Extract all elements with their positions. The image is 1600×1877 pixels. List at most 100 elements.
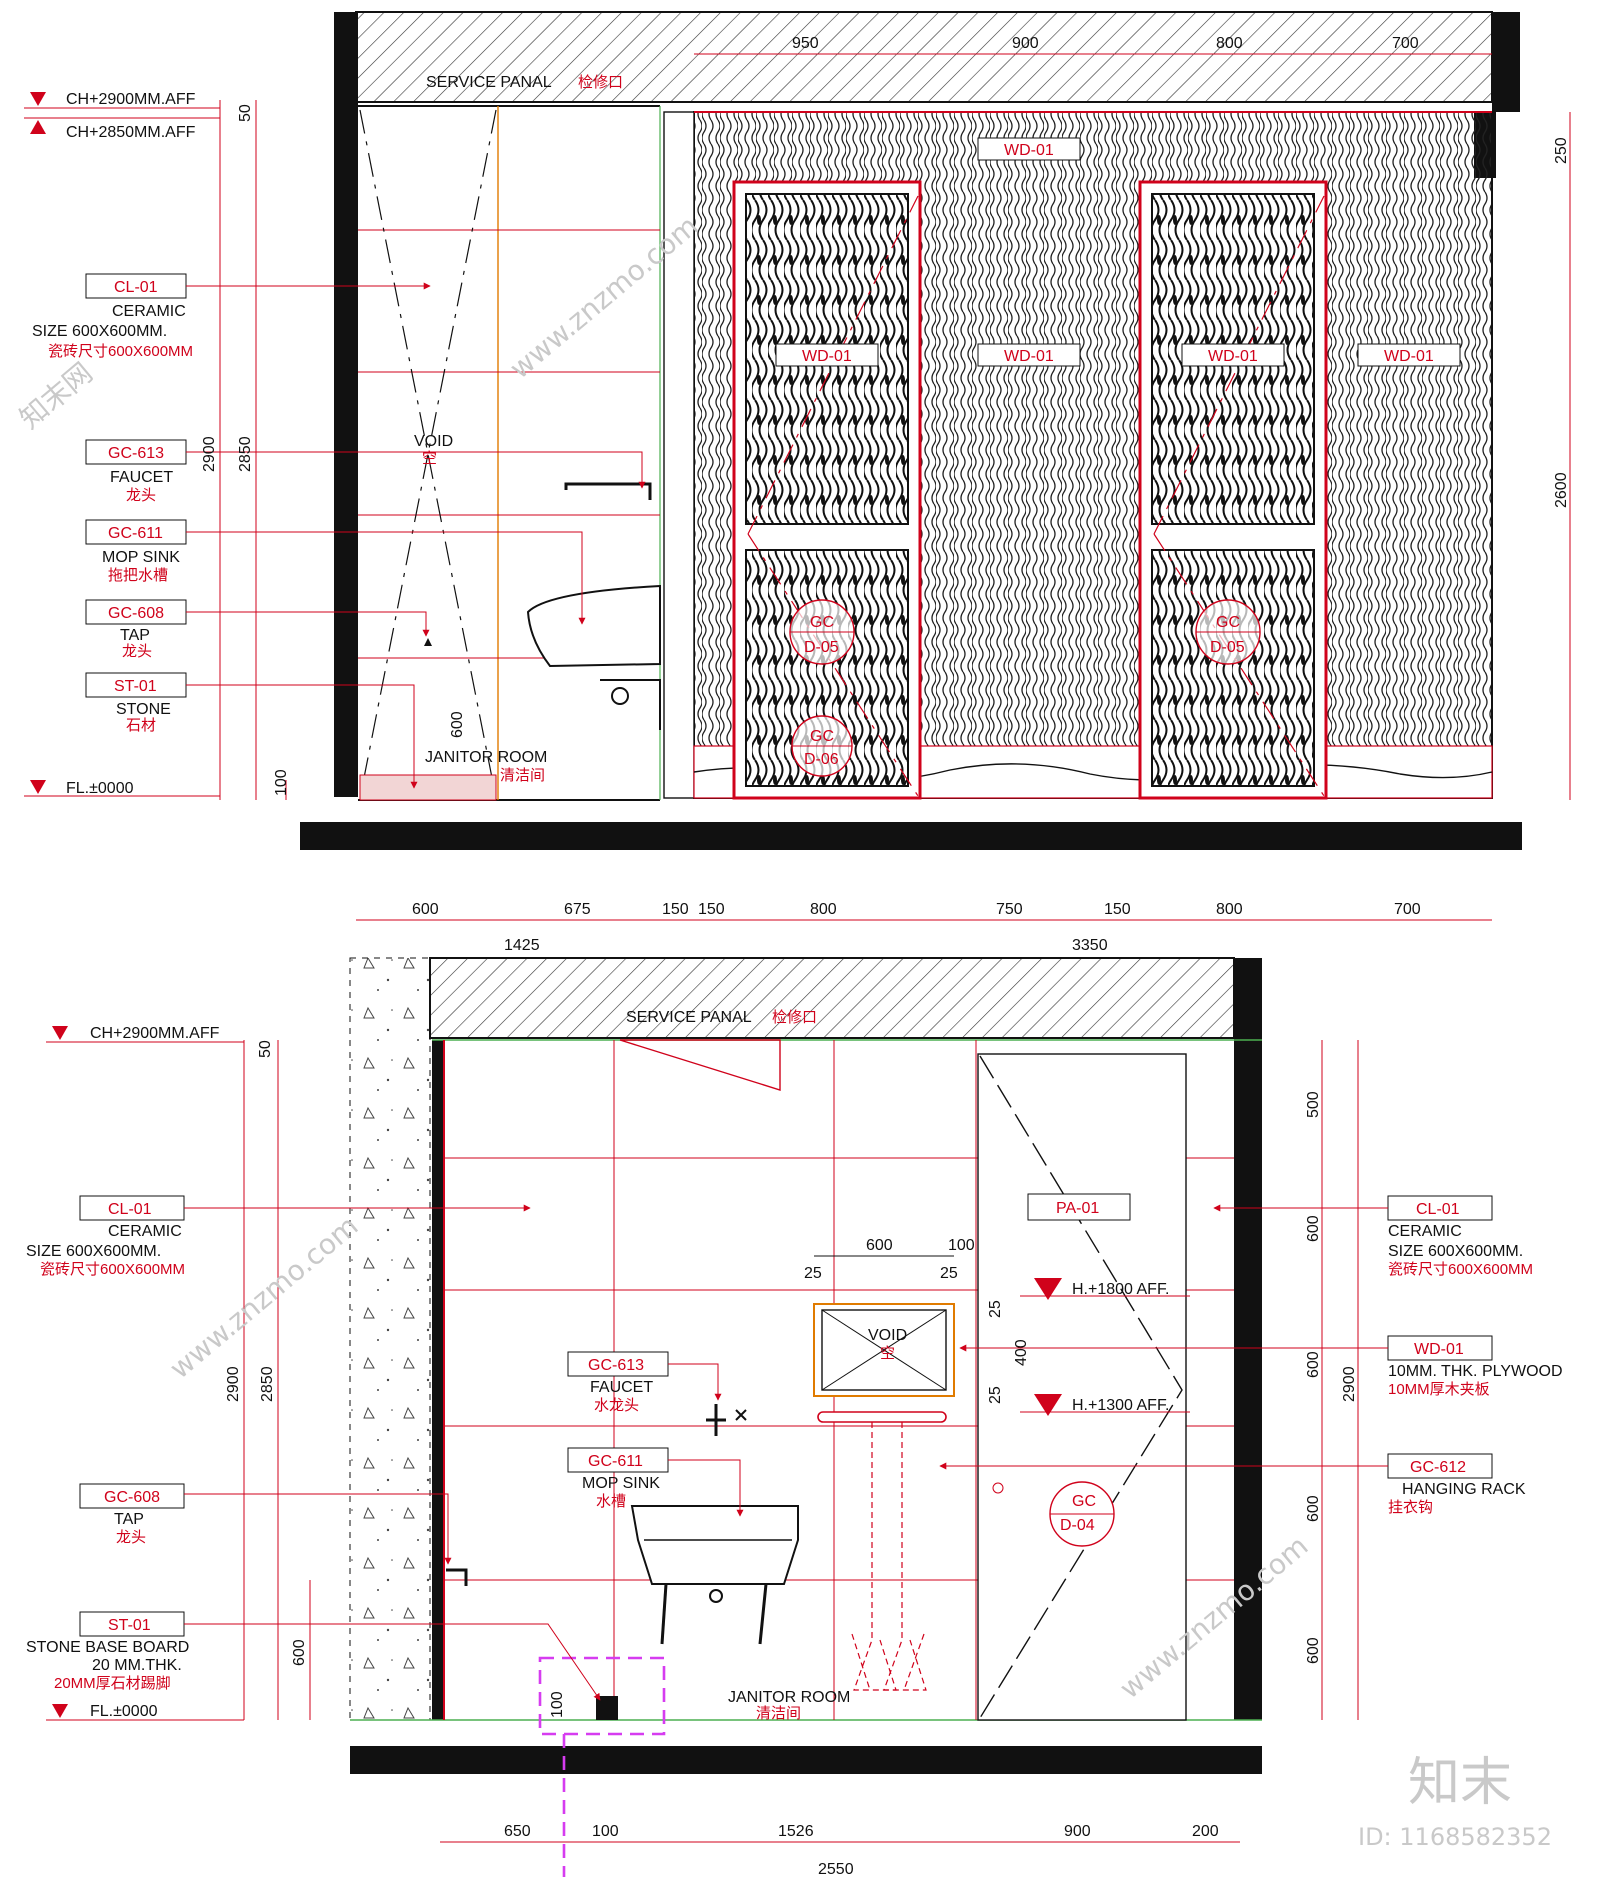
svg-text:TAP: TAP (120, 627, 150, 644)
svg-text:10MM. THK. PLYWOOD: 10MM. THK. PLYWOOD (1388, 1363, 1563, 1380)
top-ceiling-slab (355, 11, 1493, 103)
svg-text:100: 100 (592, 1823, 619, 1840)
svg-text:50: 50 (257, 1040, 274, 1058)
svg-text:WD-01: WD-01 (1414, 1341, 1464, 1358)
top-door-2 (1138, 180, 1328, 800)
svg-text:2900: 2900 (201, 436, 218, 472)
svg-text:25: 25 (987, 1300, 1004, 1318)
svg-text:水龙头: 水龙头 (594, 1397, 639, 1414)
svg-text:100: 100 (948, 1237, 975, 1254)
svg-text:瓷砖尺寸600X600MM: 瓷砖尺寸600X600MM (48, 343, 193, 360)
bottom-mid-callouts: GC-613 FAUCET 水龙头 GC-611 MOP SINK 水槽 (567, 1351, 744, 1517)
svg-text:600: 600 (1305, 1637, 1322, 1664)
svg-text:TAP: TAP (114, 1511, 144, 1528)
top-room-label-cn: 清洁间 (500, 767, 545, 784)
svg-text:GC: GC (810, 728, 834, 745)
top-right-wall (1492, 12, 1520, 112)
bottom-right-wall (1234, 958, 1262, 1720)
panel-tag: WD-01 (1004, 348, 1054, 365)
level-h1800: H.+1800 AFF. (1072, 1281, 1169, 1298)
top-left-wall (334, 12, 358, 797)
bottom-level-ch2900: CH+2900MM.AFF (90, 1025, 220, 1042)
svg-text:150: 150 (662, 901, 689, 918)
top-mop-sink-icon (526, 584, 661, 668)
svg-text:700: 700 (1394, 901, 1421, 918)
bottom-room-label: JANITOR ROOM (728, 1689, 850, 1706)
svg-text:GC: GC (810, 614, 834, 631)
bottom-room-label-cn: 清洁间 (756, 1705, 801, 1722)
svg-text:650: 650 (504, 1823, 531, 1840)
svg-text:800: 800 (810, 901, 837, 918)
callout-code: CL-01 (114, 279, 158, 296)
svg-text:GC-608: GC-608 (104, 1489, 160, 1506)
svg-text:2550: 2550 (818, 1861, 854, 1877)
svg-text:龙头: 龙头 (126, 487, 156, 504)
svg-text:600: 600 (1305, 1495, 1322, 1522)
pa-tag: PA-01 (1056, 1200, 1099, 1217)
svg-text:600: 600 (291, 1639, 308, 1666)
svg-text:1425: 1425 (504, 937, 540, 954)
top-void-label-cn: 空 (422, 450, 437, 467)
svg-text:STONE: STONE (116, 701, 171, 718)
svg-text:D-05: D-05 (1210, 639, 1245, 656)
svg-text:2900: 2900 (225, 1366, 242, 1402)
bottom-tap-icon (446, 1568, 468, 1586)
svg-text:水槽: 水槽 (596, 1493, 626, 1510)
svg-text:700: 700 (1392, 35, 1419, 52)
bottom-service-panel-cn: 检修口 (772, 1009, 817, 1026)
bottom-level-fl: FL.±0000 (90, 1703, 158, 1720)
svg-text:GC-608: GC-608 (108, 605, 164, 622)
svg-text:2850: 2850 (237, 436, 254, 472)
svg-text:25: 25 (987, 1386, 1004, 1404)
svg-text:25: 25 (804, 1265, 822, 1282)
bottom-floor-slab (350, 1746, 1262, 1774)
svg-text:STONE BASE BOARD: STONE BASE BOARD (26, 1639, 189, 1656)
top-panel-tags: WD-01 WD-01 WD-01 WD-01 WD-01 (775, 137, 1461, 367)
svg-text:石材: 石材 (126, 717, 156, 734)
panel-tag: WD-01 (1004, 142, 1054, 159)
bottom-left-callouts: CL-01 CERAMIC SIZE 600X600MM. 瓷砖尺寸600X60… (26, 1195, 601, 1701)
svg-text:750: 750 (996, 901, 1023, 918)
bottom-right-callouts: CL-01 CERAMIC SIZE 600X600MM. 瓷砖尺寸600X60… (939, 1195, 1563, 1516)
svg-text:ST-01: ST-01 (114, 678, 157, 695)
svg-text:100: 100 (273, 769, 290, 796)
watermark-id: ID: 1168582352 (1358, 1823, 1552, 1851)
svg-text:400: 400 (1013, 1339, 1030, 1366)
svg-text:800: 800 (1216, 35, 1243, 52)
bottom-door-panel: PA-01 GC D-04 (977, 1053, 1187, 1721)
svg-text:CL-01: CL-01 (1416, 1201, 1460, 1218)
svg-text:1526: 1526 (778, 1823, 814, 1840)
top-tap-icon (424, 638, 432, 646)
svg-text:2600: 2600 (1553, 472, 1570, 508)
svg-text:SIZE 600X600MM.: SIZE 600X600MM. (32, 323, 167, 340)
svg-text:800: 800 (1216, 901, 1243, 918)
bottom-left-concrete-wall (349, 957, 431, 1721)
svg-text:GC-613: GC-613 (588, 1357, 644, 1374)
panel-tag: WD-01 (1384, 348, 1434, 365)
bottom-void-label: VOID (868, 1327, 907, 1344)
svg-text:2850: 2850 (259, 1366, 276, 1402)
svg-text:600: 600 (412, 901, 439, 918)
level-fl: FL.±0000 (66, 780, 134, 797)
svg-text:600: 600 (866, 1237, 893, 1254)
svg-text:CERAMIC: CERAMIC (1388, 1223, 1462, 1240)
svg-text:CERAMIC: CERAMIC (112, 303, 186, 320)
bottom-elevation: SERVICE PANAL 检修口 PA-01 GC D-04 VOID 空 6… (26, 957, 1563, 1877)
svg-text:www.znzmo.com: www.znzmo.com (163, 1209, 364, 1385)
svg-text:SIZE 600X600MM.: SIZE 600X600MM. (26, 1243, 161, 1260)
svg-text:10MM厚木夹板: 10MM厚木夹板 (1388, 1380, 1490, 1398)
svg-text:D-05: D-05 (804, 639, 839, 656)
svg-text:龙头: 龙头 (122, 643, 152, 660)
svg-text:25: 25 (940, 1265, 958, 1282)
svg-text:GC-613: GC-613 (108, 445, 164, 462)
panel-tag: WD-01 (802, 348, 852, 365)
svg-text:2900: 2900 (1341, 1366, 1358, 1402)
svg-text:600: 600 (1305, 1351, 1322, 1378)
top-door-1 (732, 180, 922, 800)
bottom-mop-sink-icon (630, 1505, 799, 1645)
stone-base-board (596, 1696, 618, 1720)
top-elevation: VOID 空 JANITOR ROOM 清洁间 SERVICE PANAL 检修… (24, 11, 1571, 954)
top-service-panel: SERVICE PANAL (426, 74, 552, 91)
svg-text:ST-01: ST-01 (108, 1617, 151, 1634)
